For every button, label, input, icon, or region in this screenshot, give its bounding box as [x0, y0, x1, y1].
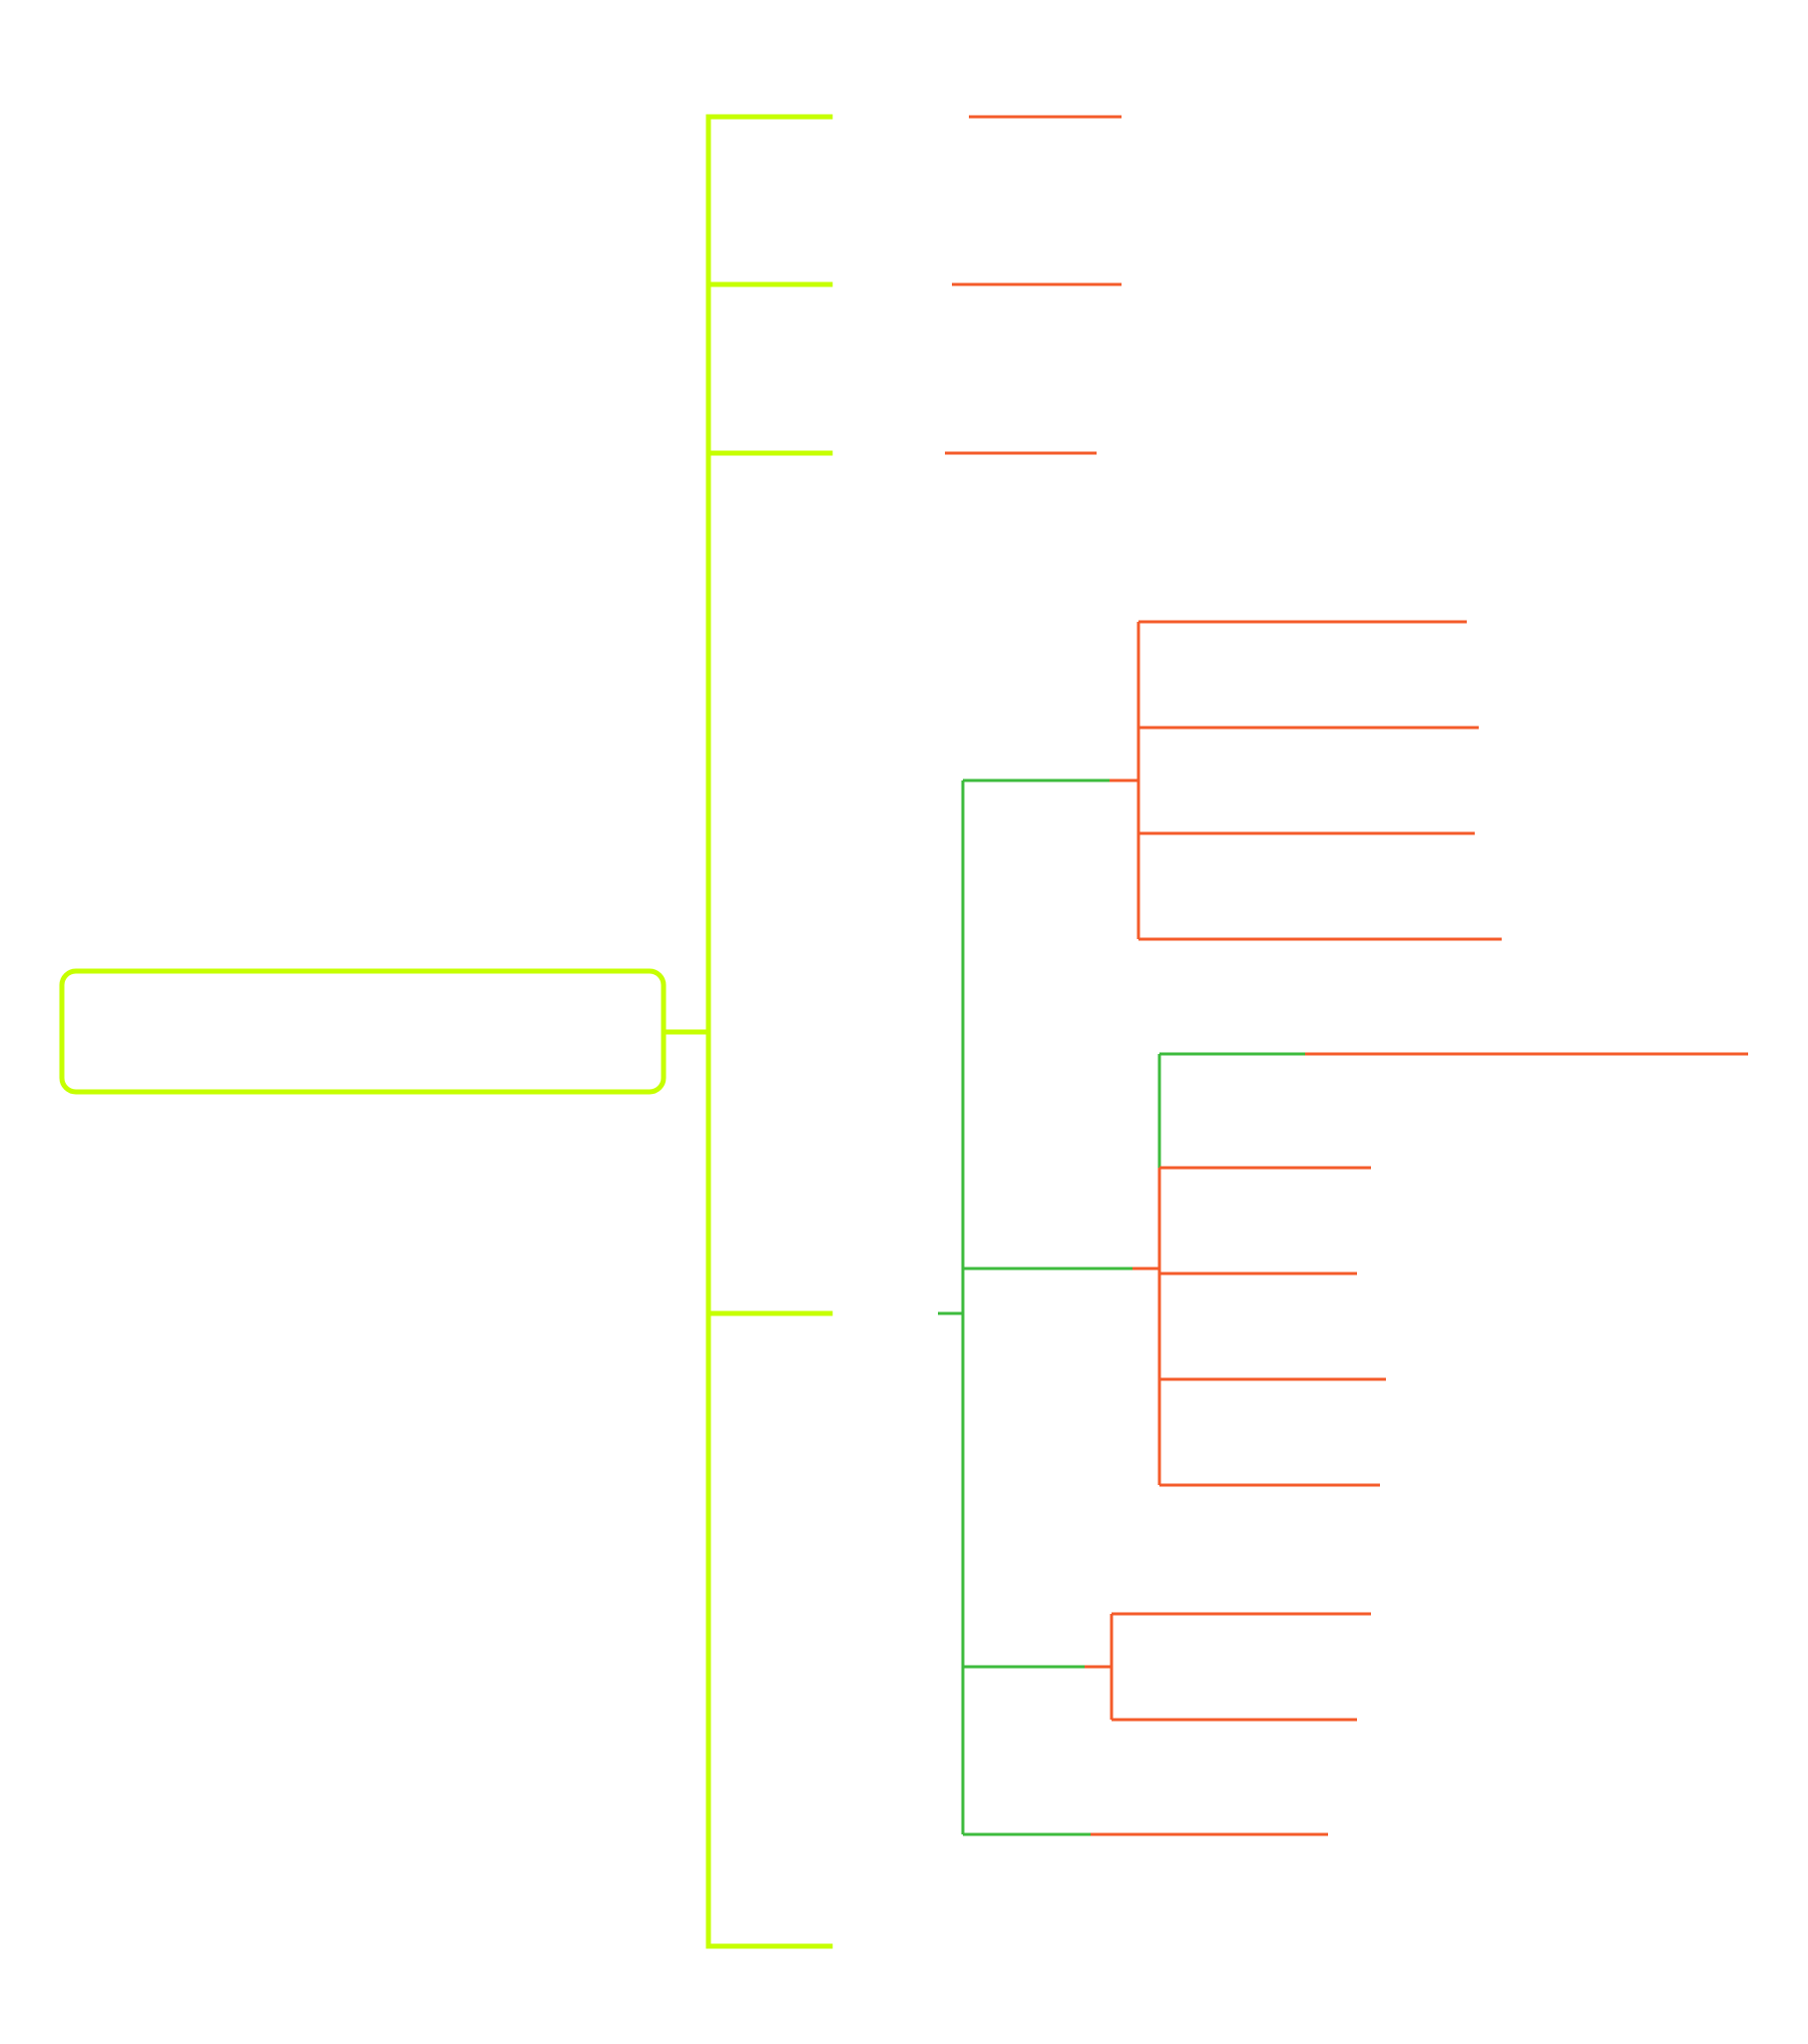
root-node[interactable] — [59, 968, 667, 1095]
root-node-box — [59, 968, 667, 1095]
main-connectors — [661, 114, 833, 1949]
simple-branch-leaves — [945, 115, 1122, 455]
branch-4-subtree — [938, 620, 1748, 1836]
